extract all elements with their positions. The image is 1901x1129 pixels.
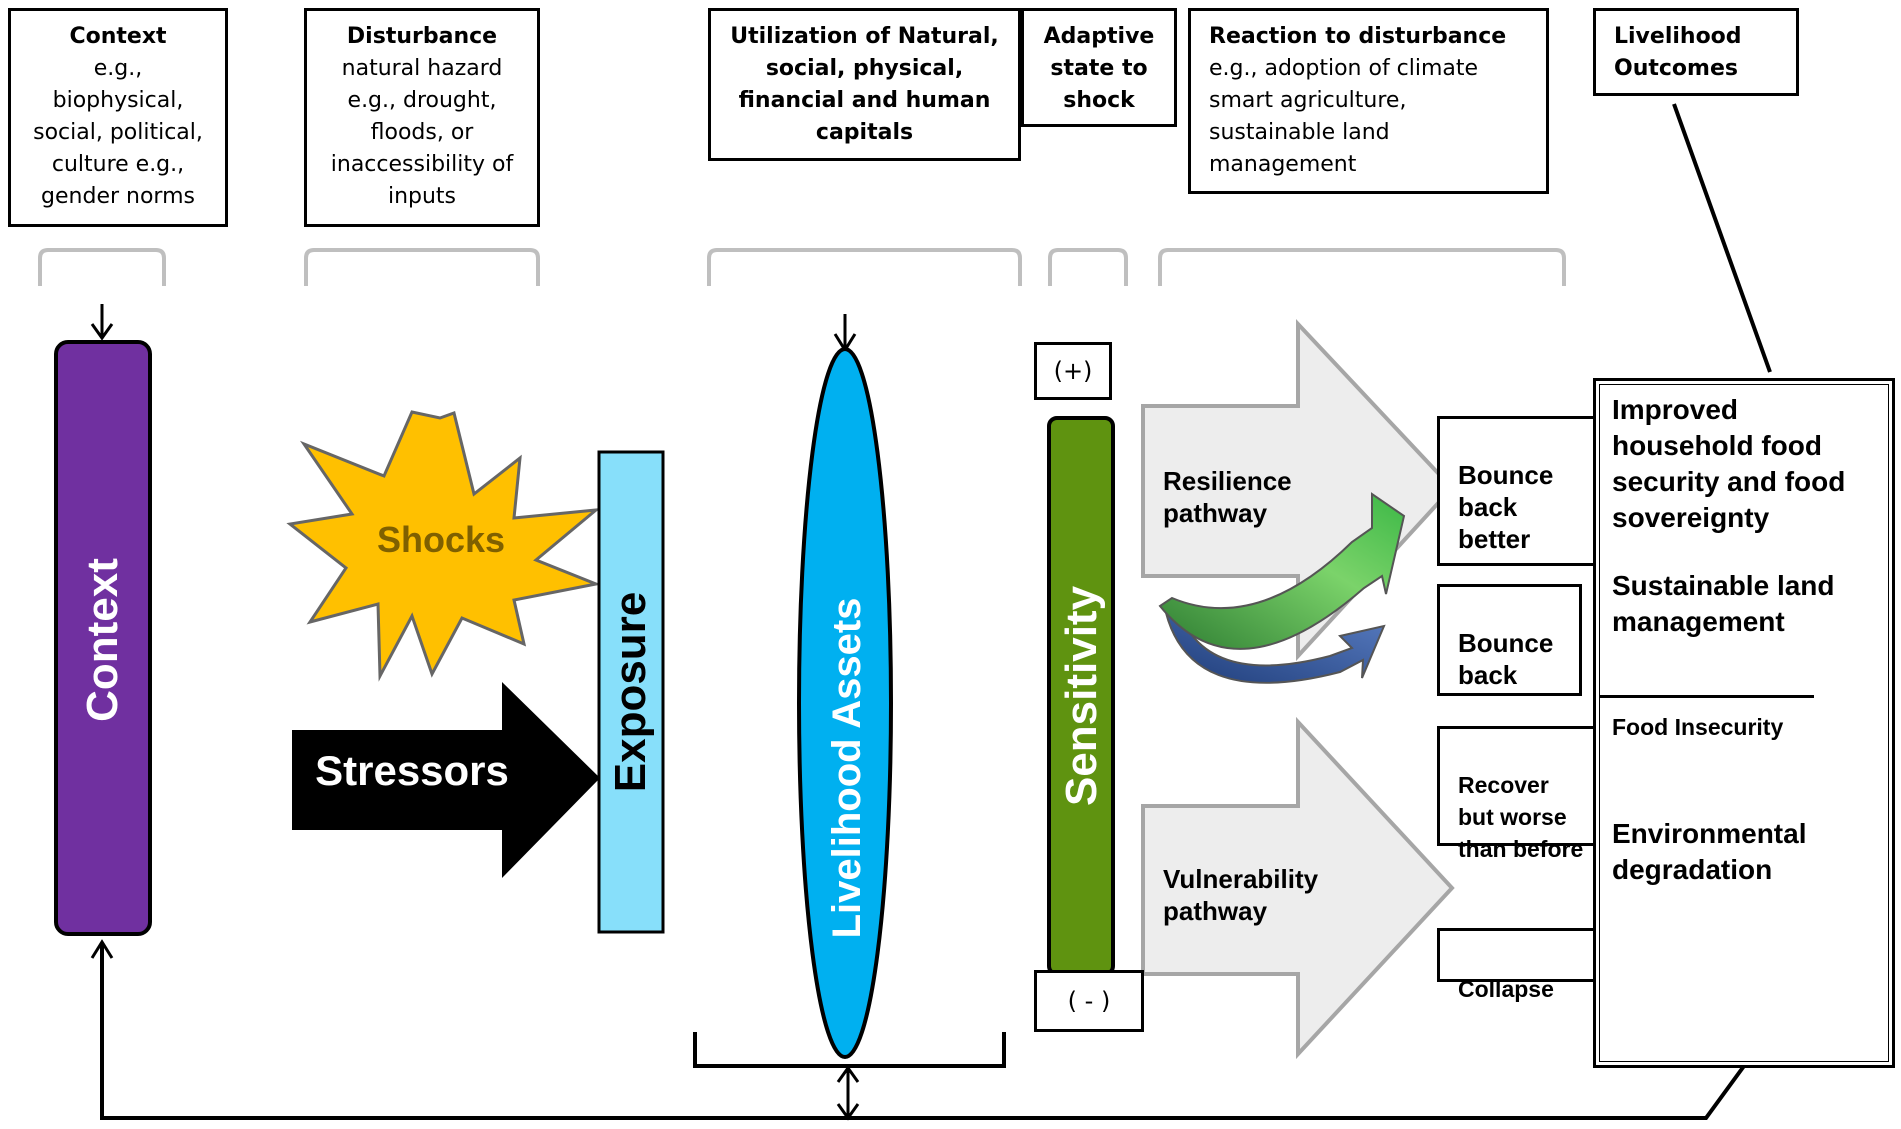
- negative-sign: ( - ): [1067, 987, 1111, 1015]
- header-box-utilization: Utilization of Natural, social, physical…: [708, 8, 1021, 161]
- shocks-star: Shocks: [286, 410, 602, 682]
- sensitivity-bar: Sensitivity: [1047, 416, 1115, 976]
- resilience-pathway-label: Resilience pathway: [1163, 466, 1299, 528]
- sensitivity-label: Sensitivity: [1057, 585, 1106, 806]
- recover-worse-box: Recover but worse than before: [1437, 726, 1597, 862]
- bounce-back-box: Bounce back: [1437, 584, 1582, 696]
- feedback-loop: [90, 939, 1746, 1120]
- bracket-context: [38, 248, 166, 286]
- vulnerability-pathway-label: Vulnerability pathway: [1163, 864, 1325, 926]
- outcome-env-degradation: Environmental degradation: [1612, 818, 1807, 885]
- feedback-loop-line: [100, 944, 1746, 1120]
- header-body: e.g., adoption of climate smart agricult…: [1209, 56, 1479, 177]
- header-title: Disturbance: [346, 24, 498, 49]
- exposure-bar-rect: [597, 450, 665, 934]
- collapse-box: Collapse: [1437, 928, 1597, 1002]
- header-brackets: [38, 248, 1566, 286]
- shocks-star-shape: [286, 410, 602, 682]
- context-bar: Context: [54, 304, 152, 936]
- header-title: Context: [69, 24, 167, 49]
- header-title: Livelihood Outcomes: [1614, 24, 1742, 81]
- outcome-food-security: Improved household food security and foo…: [1612, 394, 1846, 533]
- header-body: e.g., biophysical, social, political, cu…: [33, 56, 203, 209]
- exposure-label: Exposure: [606, 592, 655, 793]
- exposure-bar: Exposure: [597, 450, 665, 934]
- assets-double-arrow-top: [836, 1065, 860, 1083]
- negative-sign-box: ( - ): [1034, 970, 1144, 1032]
- header-box-adaptive-state: Adaptive state to shock: [1021, 8, 1177, 127]
- bounce-back-label: Bounce back: [1458, 628, 1554, 690]
- collapse-label: Collapse: [1458, 976, 1554, 1002]
- header-box-context: Context e.g., biophysical, social, polit…: [8, 8, 228, 227]
- header-box-disturbance: Disturbance natural hazard e.g., drought…: [304, 8, 540, 227]
- assets-ellipse: [797, 347, 893, 1059]
- vulnerability-line-1: Vulnerability: [1163, 864, 1319, 894]
- vulnerability-line-2: pathway: [1163, 896, 1268, 926]
- positive-sign-box: (+): [1034, 342, 1112, 400]
- livelihood-assets: Livelihood Assets: [693, 314, 1006, 1121]
- vulnerability-pathway-arrow: Vulnerability pathway: [1141, 716, 1455, 1060]
- vulnerability-arrow-shape: [1141, 716, 1455, 1060]
- stressors-arrow-shape: [292, 682, 600, 878]
- header-title: Utilization of Natural, social, physical…: [730, 24, 999, 145]
- context-bar-rect: [54, 340, 152, 936]
- green-curved-arrow: [1158, 492, 1406, 650]
- stressors-label: Stressors: [315, 747, 509, 794]
- assets-bracket: [693, 1032, 1006, 1068]
- positive-sign: (+): [1053, 357, 1093, 385]
- blue-curved-arrow: [1162, 600, 1386, 684]
- outcome-food-insecurity: Food Insecurity: [1612, 714, 1784, 740]
- header-body: natural hazard e.g., drought, floods, or…: [330, 56, 514, 209]
- context-arrow-head: [90, 323, 114, 341]
- context-label: Context: [78, 558, 127, 722]
- bracket-adaptive: [1048, 248, 1128, 286]
- bracket-disturbance: [304, 248, 540, 286]
- livelihood-assets-label: Livelihood Assets: [825, 598, 869, 939]
- recover-worse-label: Recover but worse than before: [1458, 772, 1584, 862]
- stressors-arrow: Stressors: [292, 682, 600, 878]
- bracket-utilization: [707, 248, 1022, 286]
- resilience-line-1: Resilience: [1163, 466, 1292, 496]
- curved-arrows: [1158, 492, 1406, 684]
- livelihood-outcomes-panel-inner: [1599, 384, 1889, 1062]
- header-box-reaction: Reaction to disturbance e.g., adoption o…: [1188, 8, 1549, 194]
- livelihood-outcomes-panel: [1593, 378, 1895, 1068]
- header-title: Adaptive state to shock: [1043, 24, 1155, 113]
- resilience-line-2: pathway: [1163, 498, 1268, 528]
- header-box-livelihood-outcomes: Livelihood Outcomes: [1593, 8, 1799, 96]
- feedback-arrow-head: [90, 939, 114, 959]
- outcomes-connector-line: [1672, 103, 1772, 373]
- outcomes-divider: [1600, 695, 1814, 698]
- shocks-label: Shocks: [377, 519, 505, 560]
- outcome-sustainable-land: Sustainable land management: [1612, 570, 1835, 637]
- bracket-reaction: [1158, 248, 1566, 286]
- bounce-back-better-box: Bounce back better: [1437, 416, 1597, 566]
- bounce-back-better-label: Bounce back better: [1458, 460, 1554, 554]
- header-title: Reaction to disturbance: [1209, 24, 1507, 49]
